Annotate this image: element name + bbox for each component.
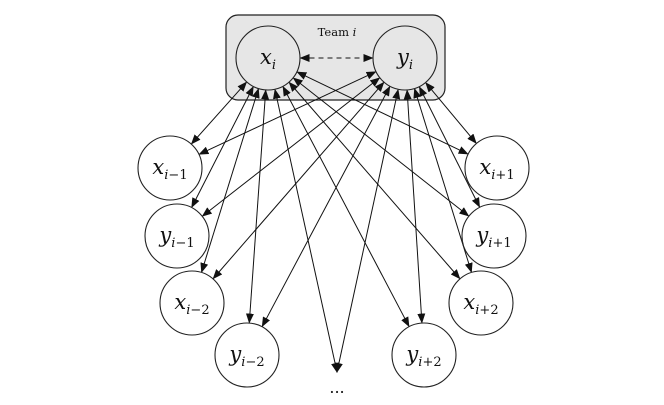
node-sub-y: i — [409, 58, 413, 73]
node-circle-y_ip2 — [391, 322, 457, 388]
node-var-x_im1: x — [152, 155, 164, 179]
node-circle-x_im2 — [159, 270, 225, 336]
edge-y-x_ip1 — [425, 82, 477, 144]
node-label-y_im1: yi−1 — [158, 223, 194, 251]
node-label-x_im1: xi−1 — [152, 155, 187, 183]
node-x_ip2: xi+2 — [448, 270, 514, 336]
node-var-y_ip1: y — [475, 223, 489, 247]
node-x_im2: xi−2 — [159, 270, 225, 336]
node-var-y_ip2: y — [405, 342, 419, 366]
edge-x-x_im1 — [190, 81, 248, 145]
node-label-x_ip2: xi+2 — [463, 290, 498, 318]
edge-y-y_ip1 — [419, 86, 480, 208]
node-circle-x_im1 — [137, 135, 203, 201]
node-label-y: yi — [396, 45, 413, 73]
node-label-x: xi — [260, 45, 276, 73]
team-label: Team i — [318, 25, 357, 39]
node-circle-x — [235, 25, 301, 91]
node-var-x_ip2: x — [463, 290, 475, 314]
ellipsis-label: ... — [329, 378, 344, 397]
edge-y-x_im2 — [212, 81, 385, 280]
node-x: xi — [235, 25, 301, 91]
node-circle-x_ip1 — [464, 135, 530, 201]
node-sub-y_ip1: i+1 — [488, 236, 511, 251]
node-var-x: x — [260, 45, 272, 69]
node-circle-y — [372, 25, 438, 91]
node-label-y_ip1: yi+1 — [475, 223, 511, 251]
node-circle-x_ip2 — [448, 270, 514, 336]
edge-y-y_ip2 — [403, 89, 426, 324]
edge-x-y_im2 — [245, 89, 270, 324]
node-x_im1: xi−1 — [137, 135, 203, 201]
node-sub-y_ip2: i+2 — [418, 355, 441, 370]
node-y_ip1: yi+1 — [461, 203, 527, 269]
node-label-x_ip1: xi+1 — [479, 155, 514, 183]
node-sub-x_ip2: i+2 — [475, 303, 498, 318]
node-label-x_im2: xi−2 — [174, 290, 209, 318]
node-label-y_ip2: yi+2 — [405, 342, 441, 370]
node-sub-y_im1: i−1 — [171, 236, 194, 251]
node-y_im2: yi−2 — [214, 322, 280, 388]
node-y: yi — [372, 25, 438, 91]
node-sub-x_ip1: i+1 — [491, 168, 514, 183]
node-y_ip2: yi+2 — [391, 322, 457, 388]
edge-x-y_ip2 — [282, 85, 410, 328]
node-y_im1: yi−1 — [144, 203, 210, 269]
node-var-x_im2: x — [174, 290, 186, 314]
node-circle-y_ip1 — [461, 203, 527, 269]
edge-y-y_im2 — [261, 85, 391, 328]
node-var-y_im2: y — [228, 342, 242, 366]
node-label-y_im2: yi−2 — [228, 342, 264, 370]
edge-x-x_ip2 — [288, 81, 461, 280]
edge-x-y_im1 — [191, 86, 254, 208]
edge-y-ellipsis — [334, 88, 401, 373]
node-sub-x_im2: i−2 — [186, 303, 209, 318]
node-circle-y_im1 — [144, 203, 210, 269]
node-x_ip1: xi+1 — [464, 135, 530, 201]
node-sub-y_im2: i−2 — [241, 355, 264, 370]
node-var-x_ip1: x — [479, 155, 491, 179]
edges-layer — [190, 54, 480, 373]
node-circle-y_im2 — [214, 322, 280, 388]
node-var-y_im1: y — [158, 223, 172, 247]
node-sub-x_im1: i−1 — [164, 168, 187, 183]
edge-x-ellipsis — [273, 88, 339, 373]
node-sub-x: i — [272, 58, 276, 73]
node-var-y: y — [396, 45, 410, 69]
edge-x-x_im2 — [200, 88, 260, 273]
